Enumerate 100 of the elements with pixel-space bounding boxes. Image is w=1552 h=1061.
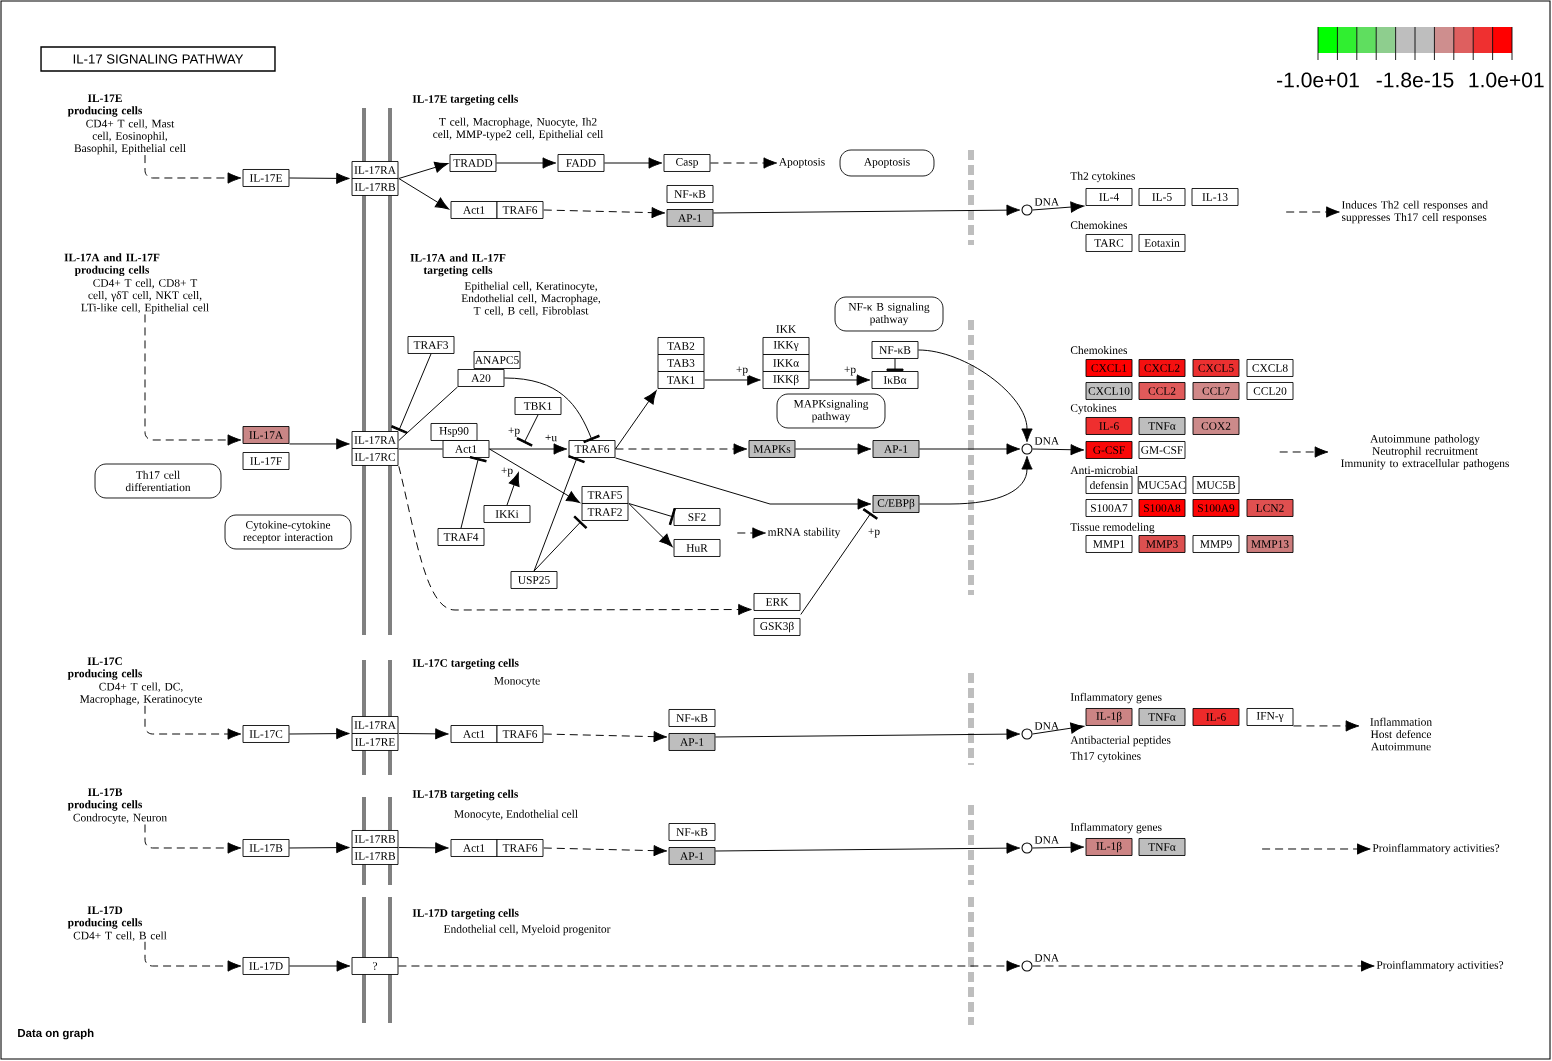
gene-box: IL-17D [242, 957, 290, 975]
gene-box: CXCL5 [1192, 359, 1240, 377]
dna-label: DNA [1034, 836, 1059, 844]
arrow [628, 503, 673, 548]
gene-box: IL-17A [242, 426, 290, 444]
cell-list: Monocyte, Endothelial cell [454, 809, 578, 821]
arrow [144, 705, 242, 740]
gene-box: CCL2 [1138, 382, 1186, 400]
arrow [398, 178, 450, 210]
inhibition-line [533, 515, 588, 572]
scale-label: -1.0e+01 [1277, 72, 1359, 88]
gene-box: MMP9 [1192, 535, 1240, 553]
section-heading: IL-17A and IL-17F targeting cells [410, 253, 506, 277]
gene-box: TRAF2 [581, 503, 629, 521]
gene-box: TRAF4 [437, 528, 485, 546]
cell-list: Epithelial cell, Keratinocyte, Endothelial cell, Macrophage, T cell, B cell, Fibroblast [461, 281, 601, 317]
gene-box: AP-1 [668, 847, 716, 865]
gene-box: IL-17C [242, 725, 290, 743]
arrow [288, 960, 351, 972]
outcome-text: Inflammation Host defence Autoimmune [1370, 717, 1432, 751]
gene-box: TARC [1085, 234, 1133, 252]
gene-box: MMP3 [1138, 535, 1186, 553]
gene-box: IκBα [871, 371, 919, 389]
pathway-box: NF-κ B signaling pathway [834, 296, 944, 332]
arrow [712, 204, 1021, 216]
arrow [1032, 722, 1085, 735]
dna-label: DNA [1034, 198, 1059, 206]
group-label: Th2 cytokines [1070, 171, 1135, 183]
cell-list: CD4+ T cell, CD8+ T cell, γδT cell, NKT cell, LTi-like cell, Epithelial cell [81, 278, 209, 314]
gene-box: NF-κB [871, 341, 919, 359]
arrow [918, 455, 1033, 505]
inhibition-line [533, 455, 585, 572]
arrow [1032, 201, 1085, 213]
group-label: Anti-microbial [1070, 466, 1138, 474]
gene-box: SF2 [673, 508, 721, 526]
dna-label: DNA [1034, 954, 1059, 962]
gene-box: CXCL10 [1085, 382, 1133, 400]
outcome-text: mRNA stability [767, 527, 841, 539]
inhibition-line [503, 377, 600, 444]
gene-box: Act1 [442, 440, 490, 458]
inhibition-line [800, 508, 878, 615]
edge-label: +p [735, 365, 749, 377]
gene-box: MMP1 [1085, 535, 1133, 553]
gene-box: IL-5 [1138, 188, 1186, 206]
arrow [714, 842, 1021, 854]
arrow [543, 845, 668, 857]
gene-box: TRAF6 [496, 725, 544, 743]
cell-list: T cell, Macrophage, Nuocyte, Ih2 cell, MMP-type2 cell, Epithelial cell [433, 117, 604, 141]
edge-label: +p [843, 365, 857, 377]
gene-box: IL-17RA [351, 716, 399, 734]
arrow [398, 728, 449, 740]
pathway-box: Th17 cell differentiation [94, 463, 222, 499]
gene-box: GSK3β [753, 618, 801, 636]
inhibition-line [391, 353, 432, 434]
inhibition-line [460, 455, 487, 529]
outcome-text: Induces Th2 cell responses and suppresses Th17 cell responses [1341, 200, 1488, 224]
gene-box: TRAF6 [496, 839, 544, 857]
gene-box: MUC5B [1192, 476, 1240, 494]
gene-box: TNFα [1138, 417, 1186, 435]
section-heading: IL-17E producing cells [67, 94, 143, 117]
arrow [543, 207, 666, 219]
group-label: Tissue remodeling [1070, 522, 1155, 534]
arrow [398, 161, 449, 179]
arrow [736, 527, 766, 539]
gene-box: IKKγ [762, 337, 810, 355]
section-heading: IL-17C targeting cells [412, 658, 519, 670]
gene-box: TRADD [449, 154, 497, 172]
gene-box: IL-13 [1191, 188, 1239, 206]
arrow [809, 374, 871, 386]
gene-box: G-CSF [1085, 441, 1133, 459]
arrow [794, 443, 872, 455]
arrow [1292, 720, 1360, 732]
footnote: Data on graph [18, 1028, 94, 1040]
pathway-box: Apoptosis [839, 149, 935, 177]
arrow [614, 443, 748, 455]
arrow [506, 472, 520, 506]
arrow [704, 374, 761, 386]
arrow [1261, 843, 1371, 855]
title-box: IL-17 SIGNALING PATHWAY [40, 46, 276, 72]
inhibition-line [886, 358, 904, 372]
gene-box: S100A7 [1085, 499, 1133, 517]
gene-box: TAB2 [657, 337, 705, 355]
cell-list: Condrocyte, Neuron [73, 813, 167, 824]
arrow [603, 157, 663, 169]
gene-box: IL-17RA [351, 431, 399, 449]
section-heading: IL-17E targeting cells [412, 94, 518, 106]
pathway-box: MAPKsignaling pathway [776, 393, 886, 429]
gene-box: MMP13 [1246, 535, 1294, 553]
arrow [288, 842, 350, 854]
scale-label: 1.0e+01 [1469, 72, 1544, 88]
gene-box: S100A8 [1138, 499, 1186, 517]
cell-list: Endothelial cell, Myeloid progenitor [443, 924, 611, 936]
arrow [144, 824, 242, 854]
arrow [144, 313, 242, 446]
arrow [709, 157, 778, 169]
arrow [614, 390, 657, 450]
gene-box: IL-17RB [351, 178, 399, 196]
edge-label: +u [544, 434, 558, 442]
gene-box: IL-17RB [351, 830, 399, 848]
gene-box: C/EBPβ [872, 495, 920, 513]
